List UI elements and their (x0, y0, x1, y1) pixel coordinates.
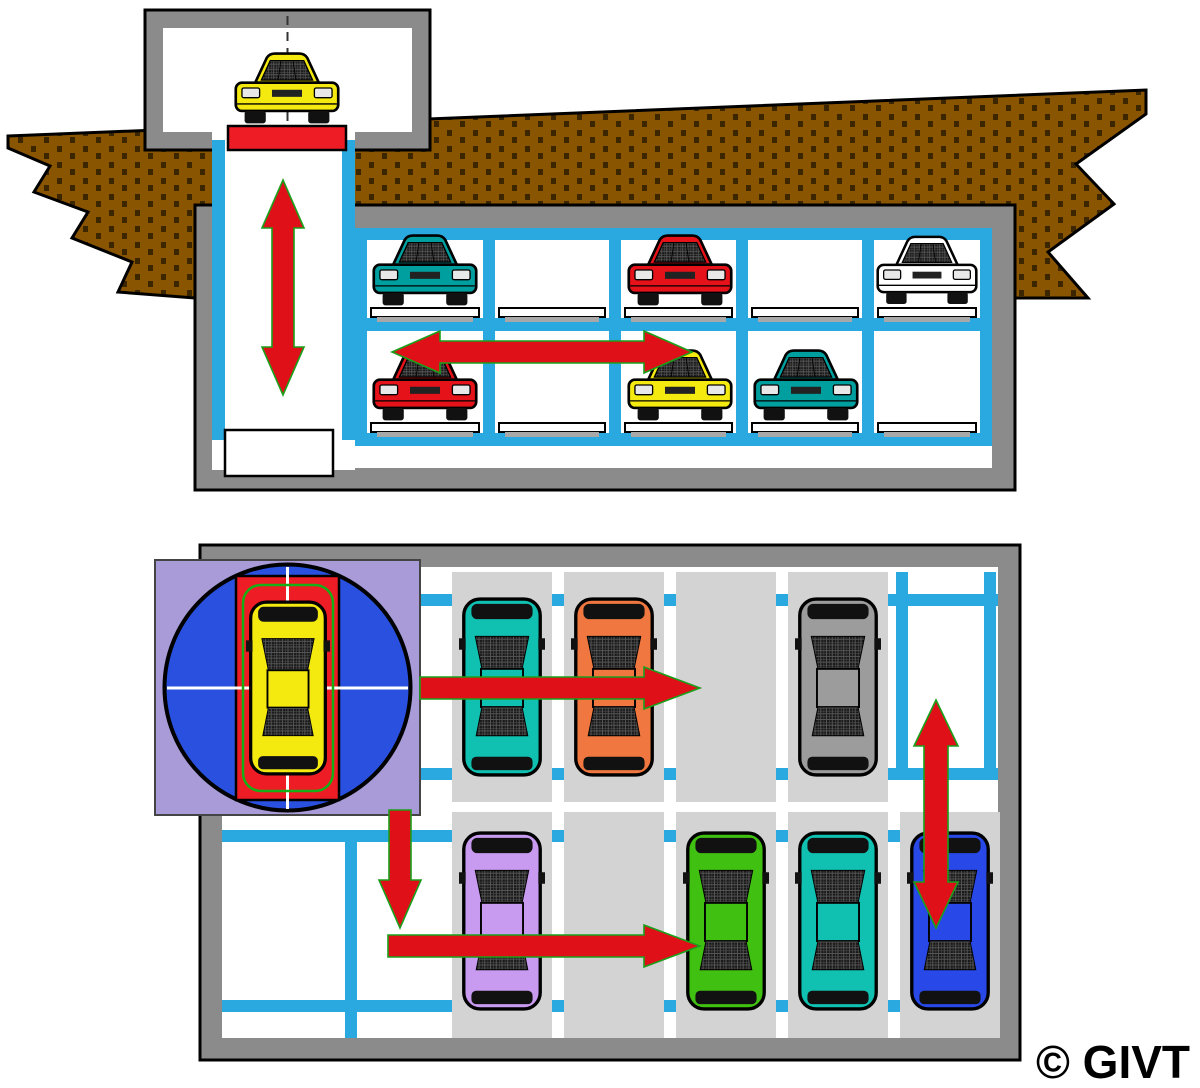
plan-car-bottom-1 (459, 831, 545, 1011)
lower-level-pallets (370, 422, 977, 437)
column (609, 228, 621, 446)
shaft-guide-left (212, 140, 225, 440)
column (736, 228, 748, 446)
shuttle-horizontal-arrow (390, 329, 694, 375)
pallet-base (377, 432, 473, 437)
upper-level-pallets (370, 307, 977, 322)
pallet (370, 307, 480, 318)
pallet-base (758, 317, 852, 322)
plan-arrow-vertical-double (912, 698, 960, 930)
plan-car-bottom-4 (907, 831, 993, 1011)
lift-vertical-arrow (260, 178, 306, 397)
cross-section-view (6, 8, 1148, 492)
pallet-base (377, 317, 473, 322)
lift-cage (223, 428, 335, 478)
car-highlight-outline (241, 583, 335, 793)
column (483, 228, 495, 446)
pallet-base (631, 432, 726, 437)
pallet-base (758, 432, 852, 437)
pallet-base (505, 432, 599, 437)
pallet (877, 422, 977, 433)
plan-arrow-down (377, 809, 423, 930)
pallet (370, 422, 480, 433)
column (980, 228, 992, 446)
column (862, 228, 874, 446)
shaft-guide-right (342, 140, 355, 440)
lift-shaft (212, 52, 355, 478)
pallet (498, 307, 606, 318)
pallet (751, 422, 859, 433)
plan-view (154, 543, 1022, 1062)
car-on-turntable (246, 600, 330, 776)
pallet (751, 307, 859, 318)
pallet-base (884, 317, 970, 322)
pallet-base (505, 317, 599, 322)
plan-arrow-right-upper (419, 665, 703, 711)
turntable-inset (154, 559, 421, 816)
plan-rail-v (984, 572, 996, 780)
pallet (624, 422, 733, 433)
pallet-base (884, 432, 970, 437)
column (355, 228, 367, 446)
plan-rail-v (345, 830, 357, 1038)
copyright-text: © GIVT (1036, 1036, 1190, 1088)
plan-car-bottom-2 (683, 831, 769, 1011)
pallet (498, 422, 606, 433)
plan-arrow-right-lower (387, 923, 703, 969)
pallet (877, 307, 977, 318)
plan-car-top-3 (795, 597, 881, 777)
pallet (624, 307, 733, 318)
lift-platform (226, 124, 348, 152)
plan-car-bottom-3 (795, 831, 881, 1011)
stall-empty (564, 812, 664, 1038)
plan-rail-v (896, 572, 908, 780)
pallet-base (631, 317, 726, 322)
